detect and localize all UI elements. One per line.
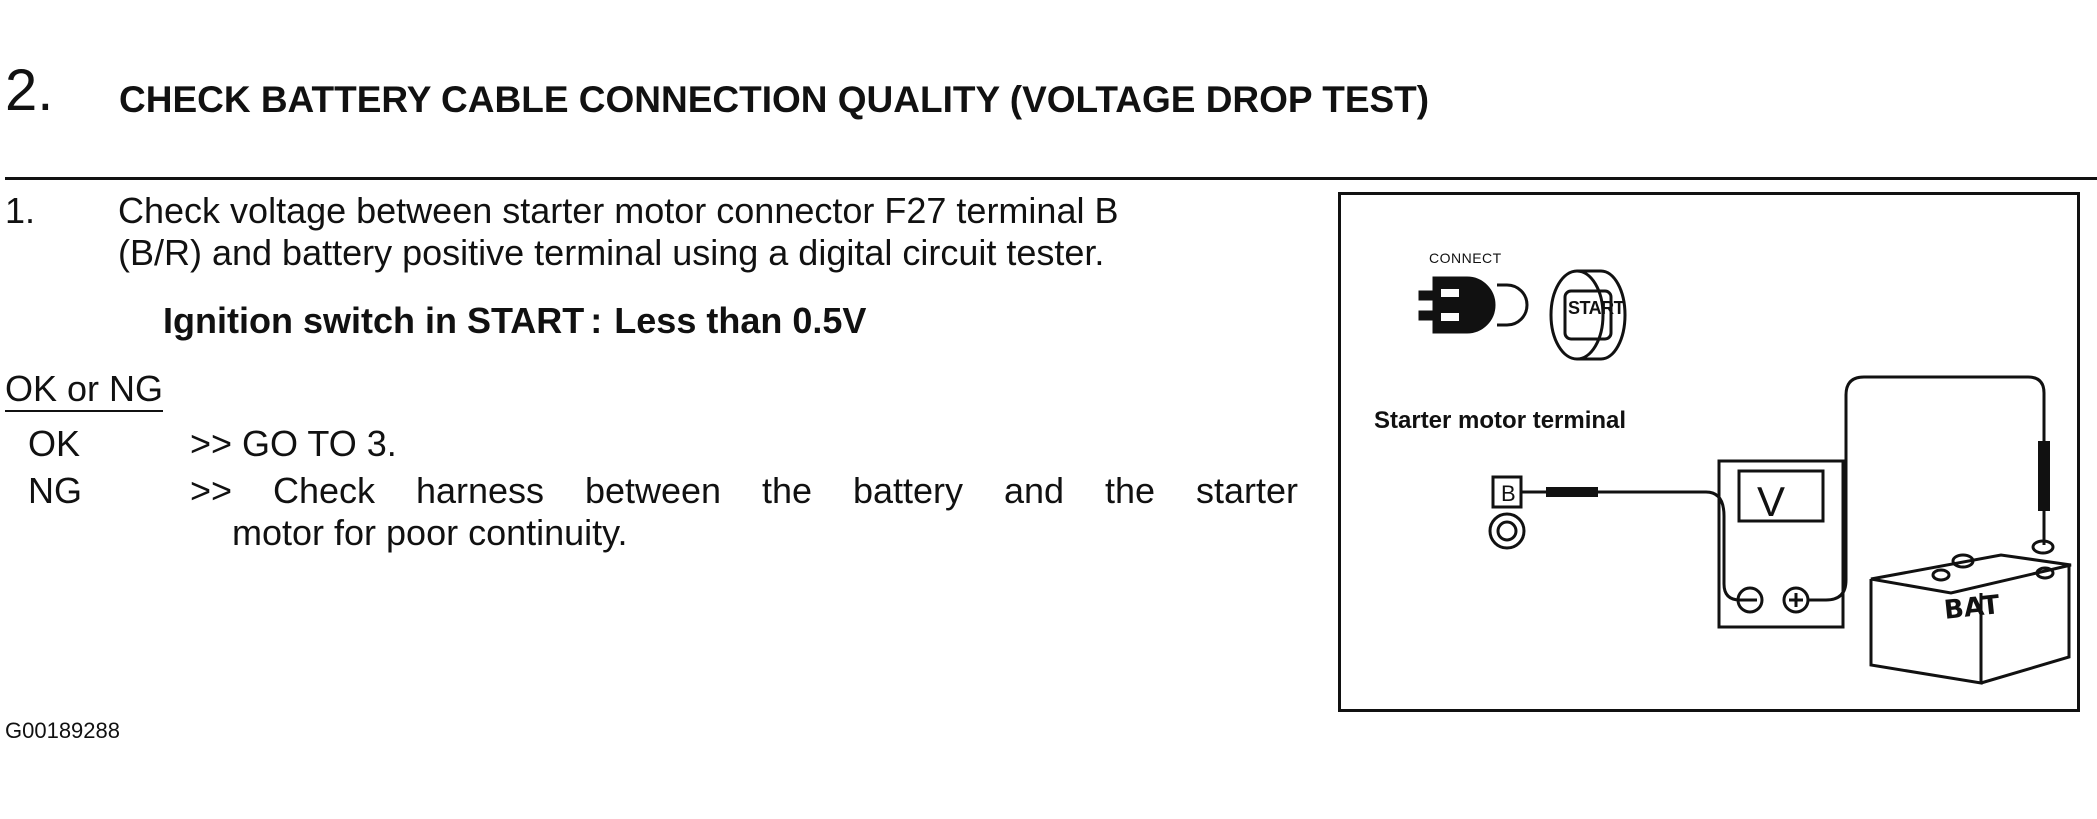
connector-icon: [1418, 276, 1529, 334]
positive-probe-lead: [1808, 375, 2050, 602]
start-label: START: [1568, 298, 1625, 318]
section-header: 2. CHECK BATTERY CABLE CONNECTION QUALIT…: [5, 58, 2097, 180]
starter-terminal-label: Starter motor terminal: [1374, 407, 1627, 434]
result-ng-key: NG: [28, 470, 82, 511]
spec-value: Less than 0.5V: [614, 300, 867, 341]
voltmeter-icon: [1717, 459, 1845, 629]
specification: Ignition switch in START: Less than 0.5V: [163, 300, 866, 342]
spec-separator: :: [590, 300, 603, 341]
wiring-diagram: CONNECT START Starter motor terminal B V…: [1338, 192, 2080, 712]
battery-label: BAT: [1942, 590, 2002, 626]
result-ok-key: OK: [28, 423, 81, 464]
section-title: CHECK BATTERY CABLE CONNECTION QUALITY (…: [119, 79, 1430, 120]
battery-icon: [1869, 539, 2072, 685]
procedure-item-number: 1.: [5, 190, 36, 231]
terminal-letter-label: B: [1501, 481, 1516, 506]
meter-label: V: [1757, 478, 1786, 525]
figure-id: G00189288: [5, 718, 120, 743]
result-ng-action-continued: motor for poor continuity.: [232, 512, 628, 553]
ignition-start-icon: [1549, 269, 1627, 361]
procedure-instruction-line-1: Check voltage between starter motor conn…: [118, 190, 1119, 231]
diagram-graphic: [1418, 269, 2072, 685]
result-heading: OK or NG: [5, 370, 164, 412]
result-ng-action: >> Check harness between the battery and…: [190, 470, 1298, 511]
negative-probe-lead: [1521, 487, 1752, 602]
connect-label: CONNECT: [1429, 250, 1502, 266]
step-number: 2.: [5, 58, 54, 123]
result-ok-action: >> GO TO 3.: [190, 423, 397, 464]
spec-condition: Ignition switch in START: [163, 300, 585, 341]
header-rule: [5, 177, 2097, 180]
procedure-instruction-line-2: (B/R) and battery positive terminal usin…: [118, 232, 1105, 273]
